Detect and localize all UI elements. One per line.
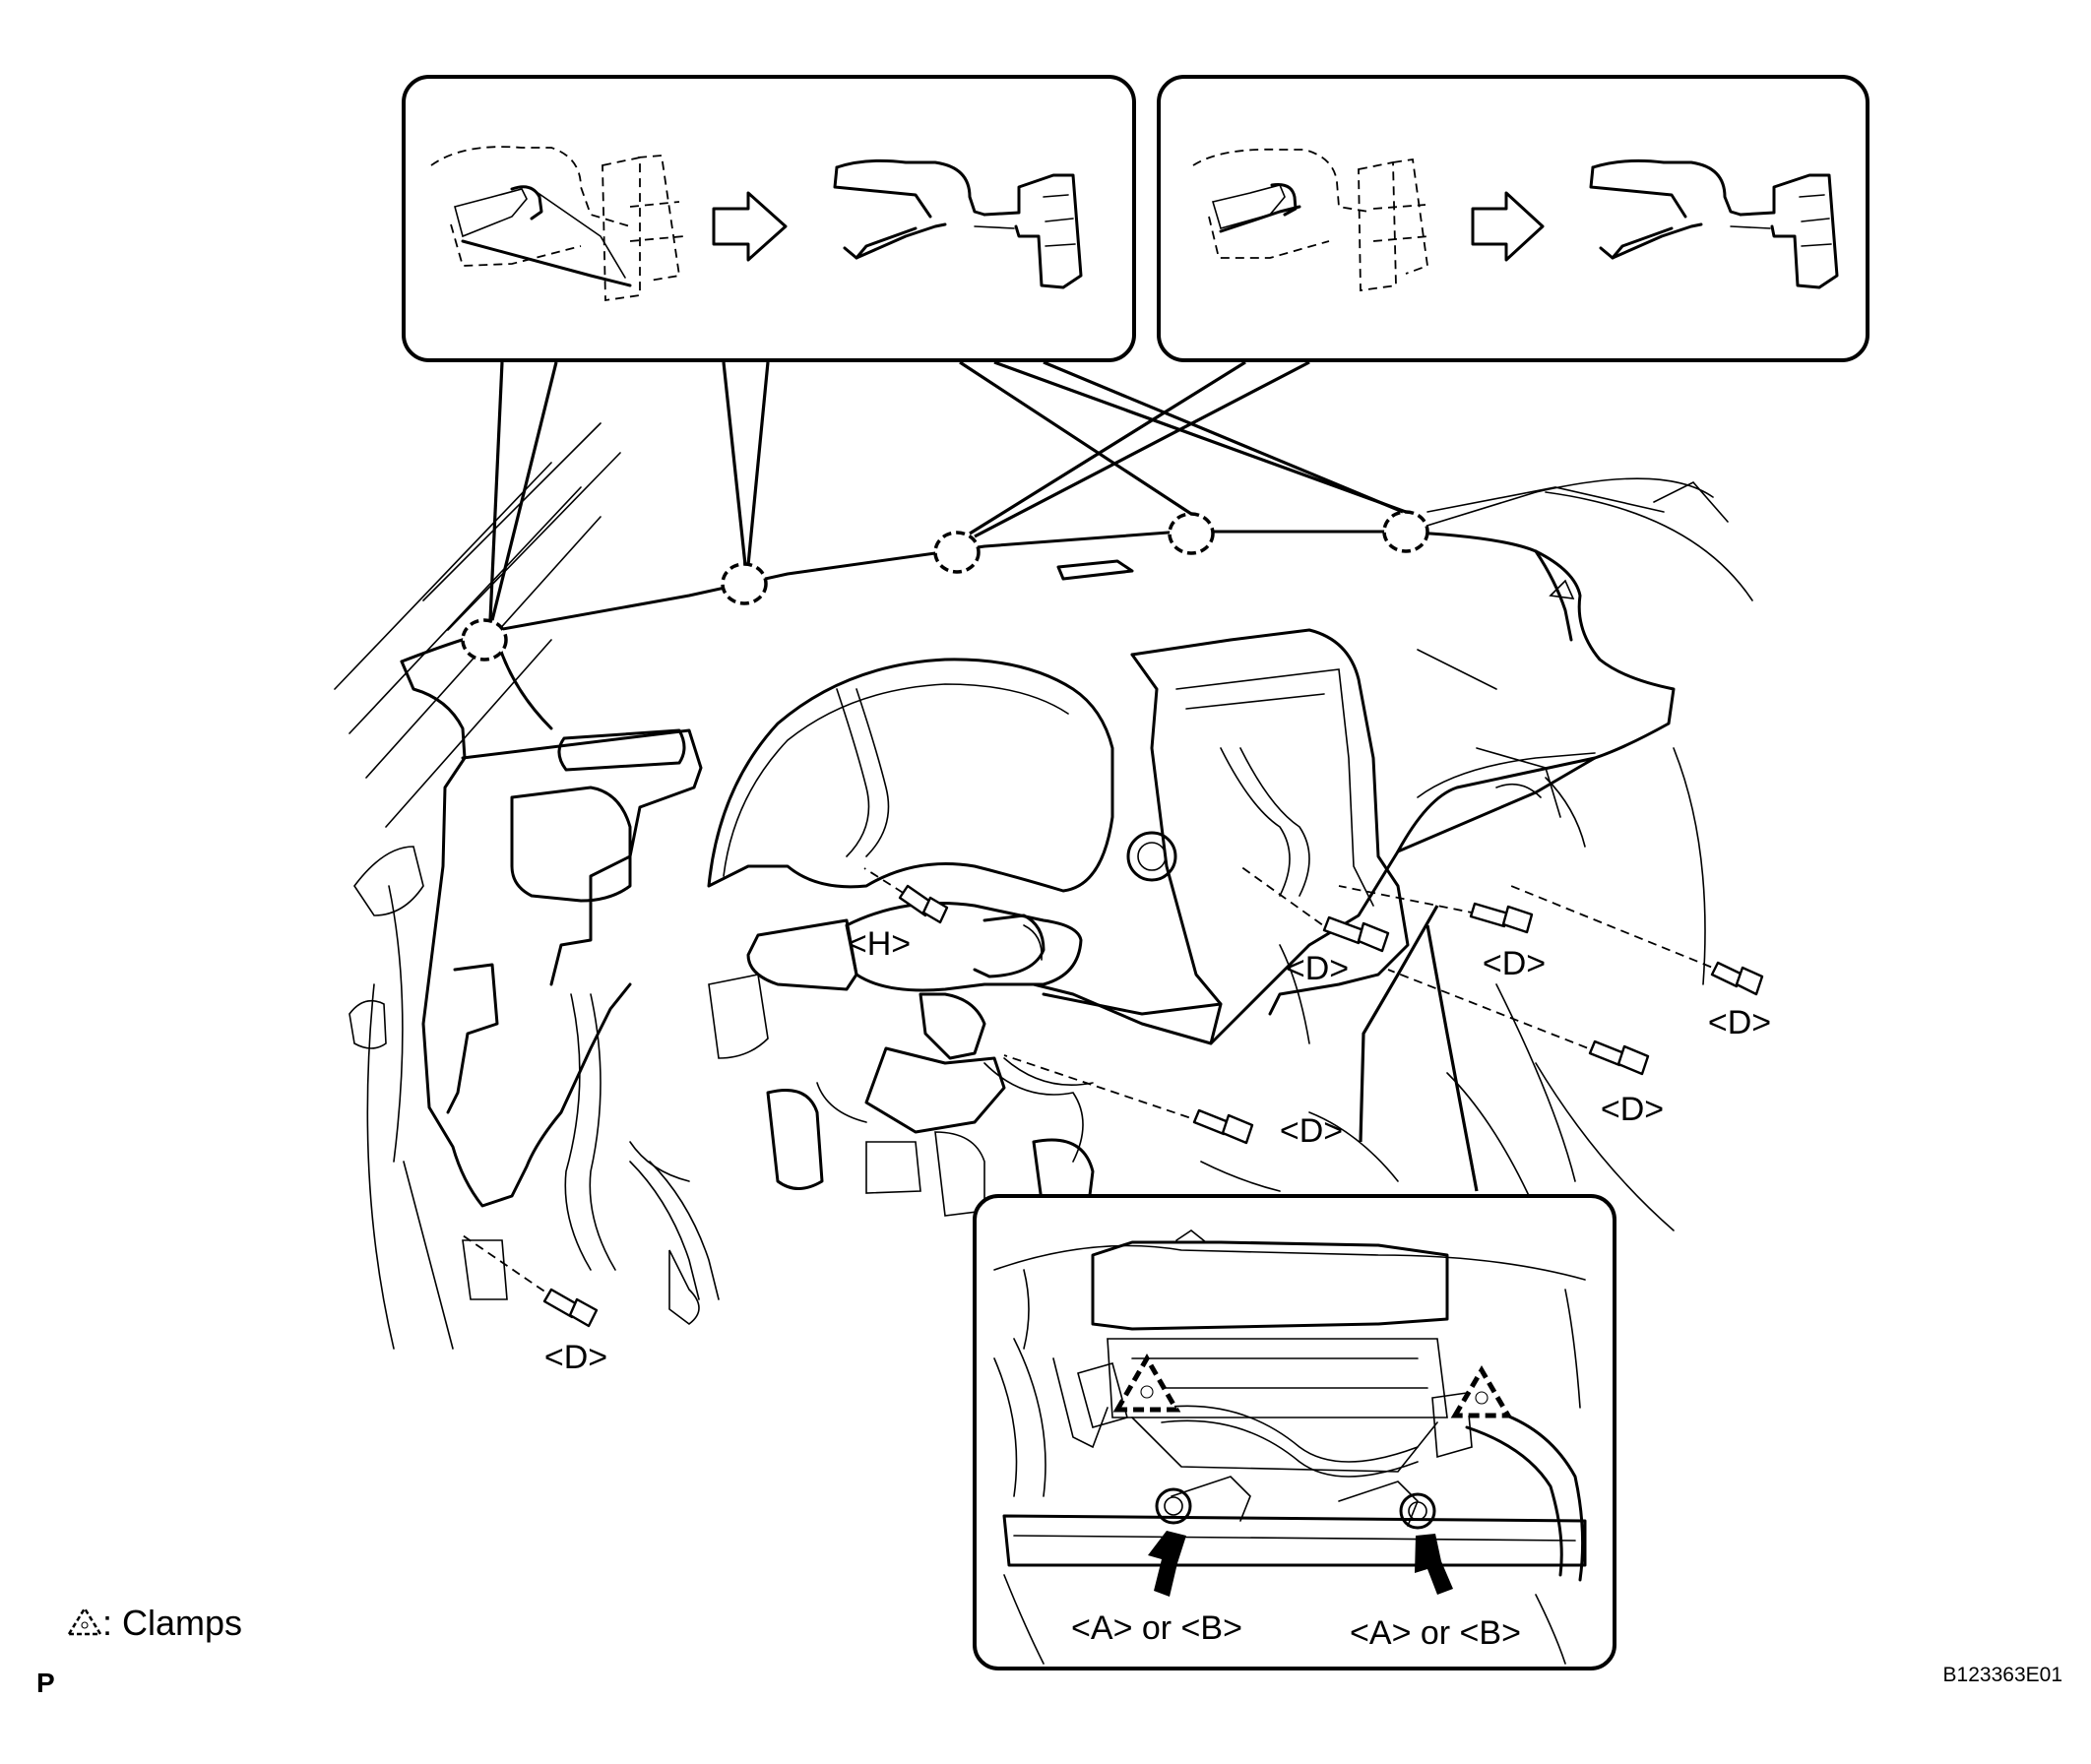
arrow-up-left-icon	[1148, 1531, 1186, 1597]
bolts	[462, 865, 1764, 1328]
detail-leader-lines	[488, 360, 1479, 1192]
bolt-d-3	[1710, 961, 1764, 996]
clamp-icon	[1450, 1365, 1513, 1418]
callout-d: <D>	[1280, 1112, 1343, 1150]
airbag-inset-box	[973, 1194, 1616, 1670]
clip-marker	[1382, 510, 1429, 553]
clip-after-illustration	[1589, 158, 1839, 289]
clip-before-illustration	[430, 146, 685, 302]
callout-d: <D>	[1286, 950, 1349, 987]
callout-a-or-b: <A> or <B>	[1350, 1614, 1521, 1652]
clip-marker	[461, 618, 508, 662]
bolt-d-6	[542, 1288, 599, 1328]
bolt-d-2	[1469, 902, 1534, 934]
right-arrow-icon	[712, 191, 788, 262]
callout-d: <D>	[1483, 945, 1546, 982]
callout-a-or-b: <A> or <B>	[1071, 1609, 1242, 1647]
figure-id: B123363E01	[1943, 1664, 2062, 1686]
callout-d: <D>	[544, 1339, 607, 1376]
body-background-lines	[334, 422, 1753, 1350]
corner-mark: P	[36, 1668, 55, 1698]
nut-left	[1155, 1487, 1192, 1525]
inset-illustration	[993, 1229, 1587, 1665]
clamp-icon	[1112, 1353, 1181, 1413]
clip-marker	[721, 562, 768, 605]
arrow-up-right-icon	[1415, 1534, 1453, 1595]
callout-d: <D>	[1708, 1004, 1771, 1041]
clip-marker	[933, 531, 981, 574]
callout-labels: <H> <D> <D> <D> <D> <D> <D> <A> or <B> <…	[544, 925, 1771, 1652]
clip-detail-box-left	[402, 75, 1136, 362]
callout-d: <D>	[1601, 1091, 1664, 1128]
clip-before-illustration	[1192, 148, 1430, 292]
legend-text: : Clamps	[102, 1603, 242, 1643]
legend: : Clamps	[66, 1603, 242, 1643]
clip-marker	[1168, 512, 1215, 555]
right-arrow-icon	[1471, 191, 1545, 262]
clamp-legend-icon	[66, 1606, 103, 1636]
nut-right	[1399, 1492, 1436, 1530]
clip-detail-box-right	[1157, 75, 1869, 362]
bolt-d-1	[1322, 915, 1390, 953]
clip-after-illustration	[833, 158, 1083, 289]
bolt-d-5	[1192, 1108, 1254, 1145]
instrument-panel	[348, 530, 1676, 1326]
clip-markers	[461, 510, 1429, 662]
bolt-h	[898, 884, 949, 924]
callout-h: <H>	[848, 925, 911, 963]
bolt-d-4	[1588, 1040, 1650, 1076]
